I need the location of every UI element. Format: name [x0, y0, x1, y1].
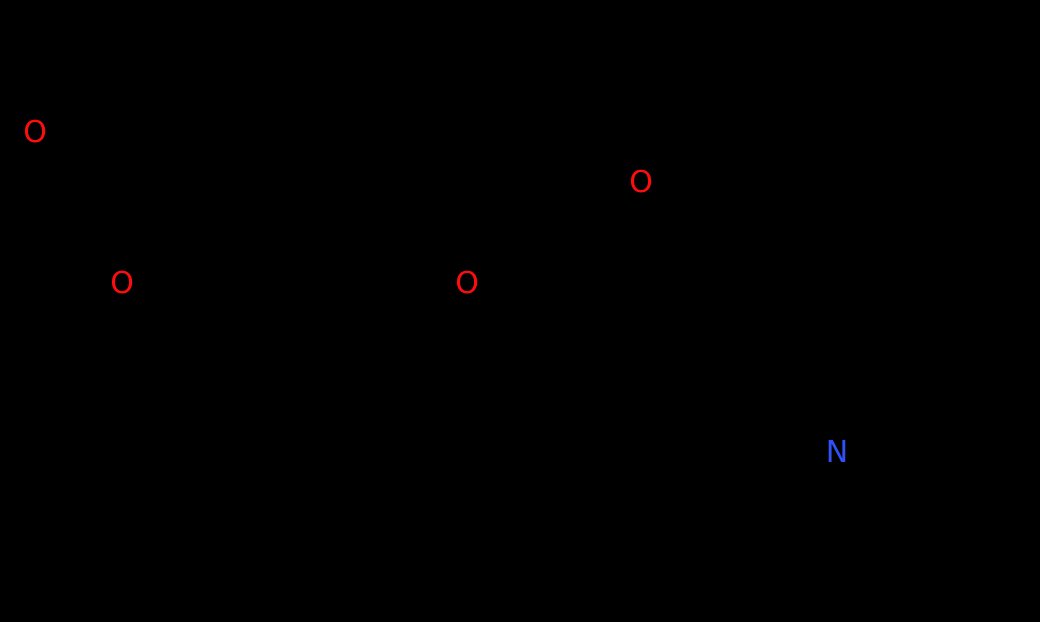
atom-nitrogen: N: [825, 435, 849, 470]
atom-oxygen-2: O: [110, 266, 134, 301]
atom-oxygen-4: O: [629, 165, 653, 200]
atom-oxygen-3: O: [455, 266, 479, 301]
atom-oxygen-1: O: [23, 115, 47, 150]
